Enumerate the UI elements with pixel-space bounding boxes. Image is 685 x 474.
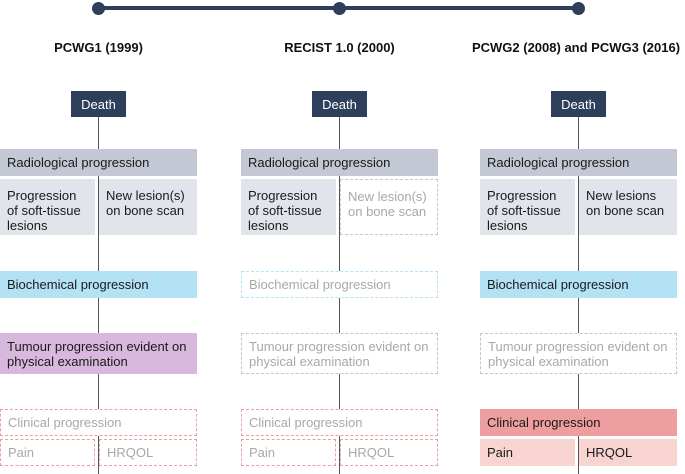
death-box: Death — [71, 91, 126, 117]
pain-box: Pain — [241, 439, 336, 466]
timeline-dot-pcwg2-3 — [572, 2, 585, 15]
bone-lesion-box: New lesions on bone scan — [579, 179, 677, 235]
timeline-dot-recist — [333, 2, 346, 15]
hrqol-box: HRQOL — [340, 439, 438, 466]
bone-lesion-box: New lesion(s) on bone scan — [99, 179, 197, 235]
timeline-dot-pcwg1 — [92, 2, 105, 15]
biochemical-progression-box: Biochemical progression — [0, 271, 197, 298]
bone-lesion-box: New lesion(s) on bone scan — [340, 179, 438, 235]
tumour-progression-box: Tumour progression evident on physical e… — [480, 333, 677, 374]
column-title: RECIST 1.0 (2000) — [284, 40, 395, 55]
death-box: Death — [312, 91, 367, 117]
soft-tissue-progression-box: Progression of soft-tissue lesions — [480, 179, 575, 235]
column-title: PCWG2 (2008) and PCWG3 (2016) — [471, 40, 681, 55]
tumour-progression-box: Tumour progression evident on physical e… — [0, 333, 197, 374]
biochemical-progression-box: Biochemical progression — [480, 271, 677, 298]
radiological-progression-box: Radiological progression — [480, 149, 677, 176]
clinical-progression-box: Clinical progression — [480, 409, 677, 436]
hrqol-box: HRQOL — [99, 439, 197, 466]
death-box: Death — [551, 91, 606, 117]
pain-box: Pain — [480, 439, 575, 466]
biochemical-progression-box: Biochemical progression — [241, 271, 438, 298]
clinical-progression-box: Clinical progression — [0, 409, 197, 436]
soft-tissue-progression-box: Progression of soft-tissue lesions — [241, 179, 336, 235]
tumour-progression-box: Tumour progression evident on physical e… — [241, 333, 438, 374]
column-title: PCWG1 (1999) — [54, 40, 143, 55]
pain-box: Pain — [0, 439, 95, 466]
radiological-progression-box: Radiological progression — [241, 149, 438, 176]
hrqol-box: HRQOL — [579, 439, 677, 466]
soft-tissue-progression-box: Progression of soft-tissue lesions — [0, 179, 95, 235]
clinical-progression-box: Clinical progression — [241, 409, 438, 436]
radiological-progression-box: Radiological progression — [0, 149, 197, 176]
